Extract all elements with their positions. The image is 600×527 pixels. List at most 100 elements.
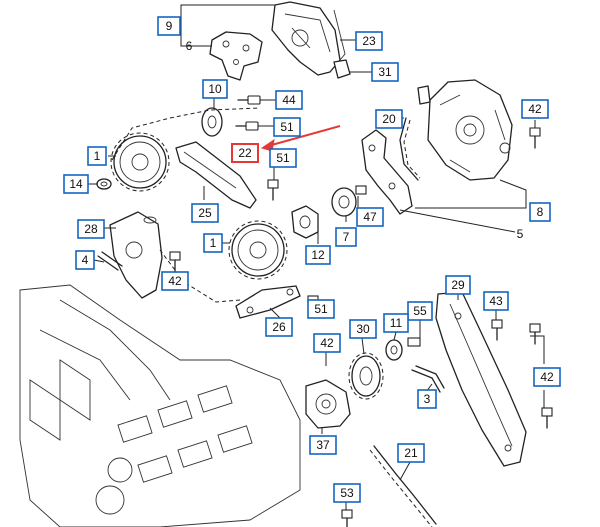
callout-30[interactable]: 30 — [349, 319, 377, 339]
callout-42-b[interactable]: 42 — [161, 271, 189, 291]
svg-text:20: 20 — [382, 112, 396, 126]
camshaft-sprocket-upper — [110, 132, 170, 192]
lower-chain-guide-29 — [435, 291, 527, 467]
timing-chain-21 — [369, 445, 437, 527]
callout-44[interactable]: 44 — [275, 90, 303, 110]
svg-text:29: 29 — [451, 278, 465, 292]
cylinder-head-outline — [19, 284, 301, 527]
callout-1-a[interactable]: 1 — [87, 146, 107, 166]
callout-26[interactable]: 26 — [265, 317, 293, 337]
callout-42-d[interactable]: 42 — [533, 367, 561, 387]
svg-text:3: 3 — [424, 392, 431, 406]
callout-28[interactable]: 28 — [77, 219, 105, 239]
pulley-11 — [385, 337, 421, 361]
svg-text:55: 55 — [413, 304, 427, 318]
svg-text:8: 8 — [537, 205, 544, 219]
callout-23[interactable]: 23 — [355, 31, 383, 51]
svg-text:9: 9 — [166, 19, 173, 33]
callout-47[interactable]: 47 — [356, 207, 384, 227]
callout-29[interactable]: 29 — [445, 275, 471, 295]
bolt-51-upper — [235, 121, 259, 131]
callout-22-highlighted[interactable]: 22 — [231, 143, 259, 163]
chain-path-outline — [111, 107, 261, 303]
callout-3[interactable]: 3 — [417, 389, 437, 409]
svg-text:42: 42 — [320, 336, 334, 350]
idler-pulley-10 — [201, 107, 223, 137]
chain-guide-25 — [175, 141, 257, 209]
svg-text:42: 42 — [168, 274, 182, 288]
svg-text:23: 23 — [362, 34, 376, 48]
washer-14 — [96, 178, 112, 190]
callout-51-b[interactable]: 51 — [269, 148, 297, 168]
svg-text:51: 51 — [314, 302, 328, 316]
callout-1-b[interactable]: 1 — [203, 233, 223, 253]
svg-text:44: 44 — [282, 93, 296, 107]
label-6: 6 — [186, 39, 193, 53]
callout-9[interactable]: 9 — [157, 16, 181, 36]
bolt-42-lower-right-bottom — [541, 407, 553, 429]
callout-7[interactable]: 7 — [335, 227, 357, 247]
right-chain-cover — [417, 79, 513, 181]
svg-text:25: 25 — [198, 206, 212, 220]
chain-guide-clip — [333, 59, 351, 79]
callout-14[interactable]: 14 — [63, 174, 89, 194]
svg-text:47: 47 — [363, 210, 377, 224]
svg-text:1: 1 — [210, 236, 217, 250]
seal-4 — [97, 251, 123, 271]
svg-text:22: 22 — [238, 146, 252, 160]
chain-tensioner-28 — [109, 211, 163, 299]
svg-text:10: 10 — [208, 82, 222, 96]
svg-text:31: 31 — [378, 65, 392, 79]
small-sprocket-7 — [331, 185, 367, 217]
callout-53[interactable]: 53 — [333, 483, 361, 503]
svg-text:11: 11 — [390, 316, 403, 330]
svg-text:14: 14 — [69, 177, 83, 191]
bolt-44 — [237, 95, 261, 105]
callout-51-c[interactable]: 51 — [307, 299, 335, 319]
bolt-43 — [491, 319, 503, 341]
bolt-51-mid — [267, 179, 279, 201]
chain-guide-26 — [235, 285, 301, 319]
svg-text:7: 7 — [343, 230, 350, 244]
callout-4[interactable]: 4 — [75, 250, 95, 270]
callout-55[interactable]: 55 — [407, 301, 433, 321]
callout-31[interactable]: 31 — [371, 62, 399, 82]
callout-25[interactable]: 25 — [191, 203, 219, 223]
bolt-53 — [341, 509, 353, 527]
svg-text:12: 12 — [311, 248, 325, 262]
callout-11[interactable]: 11 — [383, 313, 409, 333]
callout-42-c[interactable]: 42 — [313, 333, 341, 353]
svg-text:30: 30 — [356, 322, 370, 336]
small-chain-segment — [399, 117, 421, 181]
svg-text:53: 53 — [340, 486, 354, 500]
idler-12 — [291, 205, 319, 239]
svg-text:37: 37 — [316, 438, 330, 452]
callout-42-a[interactable]: 42 — [521, 99, 549, 119]
callout-20[interactable]: 20 — [375, 109, 403, 129]
right-tensioner-bracket — [361, 129, 413, 215]
svg-text:6: 6 — [186, 39, 193, 53]
callout-51-a[interactable]: 51 — [273, 117, 301, 137]
callout-21[interactable]: 21 — [397, 443, 425, 463]
svg-text:5: 5 — [517, 227, 524, 241]
bolt-42-right — [529, 127, 541, 149]
label-5: 5 — [517, 227, 524, 241]
chain-link-3 — [411, 365, 445, 393]
callout-12[interactable]: 12 — [305, 245, 331, 265]
svg-text:51: 51 — [276, 151, 290, 165]
callout-10[interactable]: 10 — [202, 79, 228, 99]
svg-text:42: 42 — [528, 102, 542, 116]
callout-8[interactable]: 8 — [529, 202, 551, 222]
bolt-42-lower-right-top — [529, 323, 541, 345]
sprocket-30 — [348, 352, 384, 400]
leader-lines — [86, 4, 545, 510]
upper-chain-cover — [271, 1, 346, 76]
callout-43[interactable]: 43 — [483, 291, 509, 311]
svg-text:43: 43 — [489, 294, 503, 308]
callout-37[interactable]: 37 — [309, 435, 337, 455]
svg-text:51: 51 — [280, 120, 294, 134]
svg-text:1: 1 — [94, 149, 101, 163]
tensioner-bracket-small — [209, 31, 263, 81]
svg-text:4: 4 — [82, 253, 89, 267]
